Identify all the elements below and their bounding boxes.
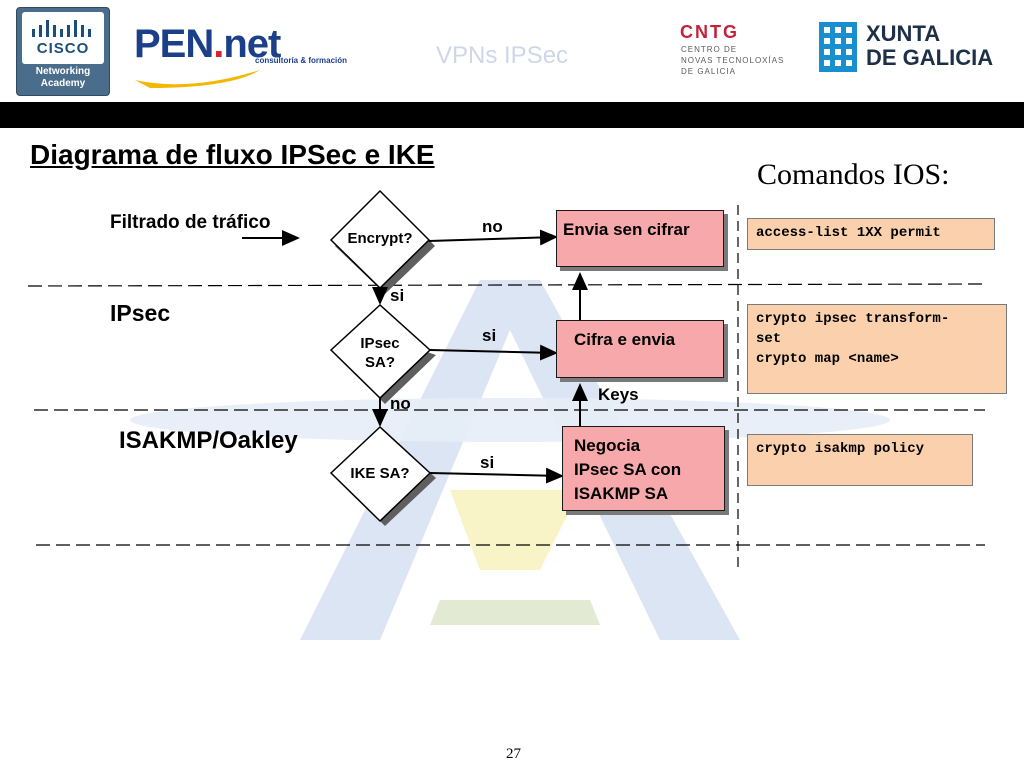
command-acl: access-list 1XX permit bbox=[747, 218, 995, 250]
pen-net: net bbox=[223, 22, 281, 66]
command-ipsec-line-1: crypto ipsec transform- bbox=[756, 311, 950, 327]
cntg-line-3: DE GALICIA bbox=[681, 67, 736, 76]
cntg-line-1: CENTRO DE bbox=[681, 45, 738, 54]
action-send-clear: Envia sen cifrar bbox=[556, 210, 724, 267]
watermark-logo-icon bbox=[130, 280, 890, 640]
cntg-logo: CNTG bbox=[680, 22, 739, 42]
decision-ipsec-sa-line-1: IPsec bbox=[360, 335, 400, 352]
page-number: 27 bbox=[506, 746, 521, 762]
pen-swoosh-icon bbox=[135, 70, 260, 88]
page-title: Diagrama de fluxo IPSec e IKE bbox=[30, 139, 435, 170]
cntg-line-2: NOVAS TECNOLOXÍAS bbox=[681, 56, 785, 65]
arrow-ike-si bbox=[429, 467, 564, 484]
xunta-wordmark: XUNTA DE GALICIA bbox=[866, 22, 993, 70]
edge-label-keys: Keys bbox=[598, 385, 639, 404]
layer-label-ipsec: IPsec bbox=[110, 300, 171, 326]
header-bar bbox=[0, 102, 1024, 128]
layer-label-traffic: Filtrado de tráfico bbox=[110, 212, 271, 233]
commands-title: Comandos IOS: bbox=[757, 158, 950, 191]
edge-label-si-down: si bbox=[390, 286, 405, 305]
diamond-ike-sa bbox=[329, 425, 432, 523]
command-ipsec-line-3: crypto map <name> bbox=[756, 351, 899, 367]
pen-main: PEN bbox=[134, 22, 214, 66]
cisco-bars-icon bbox=[32, 20, 91, 37]
pen-dot: . bbox=[213, 22, 224, 66]
decision-encrypt-label: Encrypt? bbox=[347, 230, 413, 247]
command-ipsec: crypto ipsec transform- set crypto map <… bbox=[747, 304, 1007, 394]
action-negotiate: Negocia IPsec SA con ISAKMP SA bbox=[562, 426, 725, 511]
action-negotiate-line-2: IPsec SA con bbox=[574, 460, 682, 479]
cisco-sub-line-2: Academy bbox=[40, 78, 86, 89]
edge-label-si-low: si bbox=[480, 453, 495, 472]
edge-label-si-mid: si bbox=[482, 326, 497, 345]
xunta-flag-icon bbox=[819, 22, 857, 72]
cisco-academy-logo: CISCO Networking Academy bbox=[16, 7, 110, 96]
action-negotiate-line-1: Negocia bbox=[574, 436, 641, 455]
layer-label-isakmp: ISAKMP/Oakley bbox=[119, 427, 298, 454]
decision-ipsec-sa-line-2: SA? bbox=[365, 354, 395, 371]
cisco-subtitle: Networking Academy bbox=[17, 66, 109, 90]
action-encrypt-send: Cifra e envia bbox=[556, 320, 724, 378]
edge-label-no-down: no bbox=[390, 394, 411, 413]
action-negotiate-line-3: ISAKMP SA bbox=[574, 484, 669, 503]
cisco-wordmark: CISCO bbox=[36, 40, 90, 57]
cisco-sub-line-1: Networking bbox=[35, 66, 91, 77]
command-ipsec-line-2: set bbox=[756, 331, 782, 347]
pen-net-logo: PEN.net bbox=[134, 22, 281, 67]
arrow-encrypt-no bbox=[428, 229, 558, 246]
arrow-ipsec-si bbox=[429, 344, 558, 361]
xunta-line-2: DE GALICIA bbox=[866, 45, 994, 70]
separator-traffic-ipsec bbox=[27, 283, 986, 287]
edge-label-no-top: no bbox=[482, 217, 503, 236]
cisco-logo-panel: CISCO bbox=[22, 12, 104, 64]
xunta-line-1: XUNTA bbox=[866, 21, 941, 46]
slide-header-title: VPNs IPSec bbox=[436, 42, 569, 69]
decision-ike-sa-label: IKE SA? bbox=[350, 465, 410, 482]
cntg-text: CENTRO DE NOVAS TECNOLOXÍAS DE GALICIA bbox=[681, 44, 784, 77]
pen-subtitle: consultoría & formación bbox=[255, 56, 348, 65]
decision-ipsec-sa-label: IPsec SA? bbox=[340, 334, 420, 372]
command-isakmp: crypto isakmp policy bbox=[747, 434, 973, 486]
